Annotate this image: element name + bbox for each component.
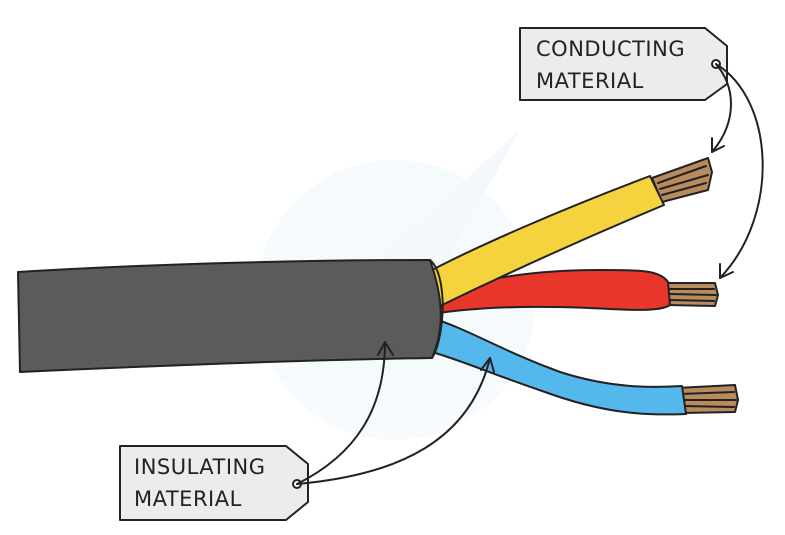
insulating-label-line1: INSULATING xyxy=(134,455,266,479)
copper-strands-red xyxy=(665,282,719,307)
conducting-material-tag: CONDUCTING MATERIAL xyxy=(519,27,728,101)
arrow-to-outer-sheath xyxy=(296,341,386,485)
conducting-arrows xyxy=(711,63,764,279)
insulating-material-tag: INSULATING MATERIAL xyxy=(119,445,309,521)
arrow-to-red-strands xyxy=(715,63,764,279)
arrow-to-yellow-strands xyxy=(711,63,732,153)
yellow-wire-insulation xyxy=(431,175,665,307)
insulating-arrows xyxy=(296,341,495,485)
insulating-label-line2: MATERIAL xyxy=(134,487,242,511)
conducting-label-line2: MATERIAL xyxy=(536,69,644,93)
conducting-label-line1: CONDUCTING xyxy=(536,37,685,61)
blue-wire-insulation xyxy=(431,317,687,416)
outer-cable-sheath xyxy=(17,259,444,373)
copper-strands-yellow xyxy=(651,157,713,203)
arrow-to-blue-insulation xyxy=(296,357,491,485)
